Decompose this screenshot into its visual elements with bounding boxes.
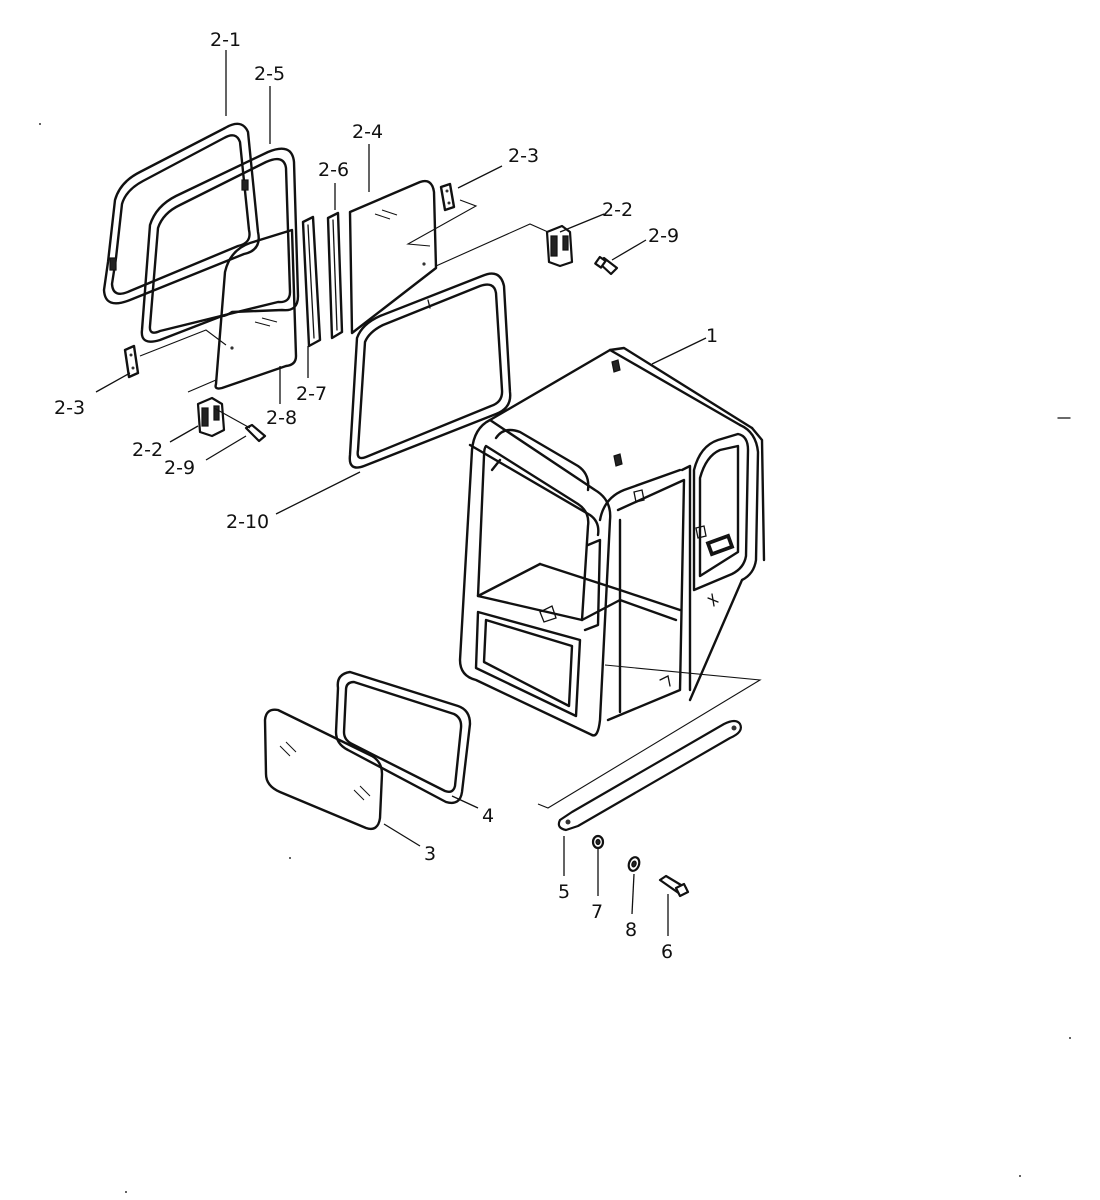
label-2-9-lower: 2-9 <box>164 457 195 479</box>
part-2-2-bracket-lower <box>196 396 226 438</box>
part-2-5-seal-frame <box>140 147 300 343</box>
label-2-4: 2-4 <box>352 121 383 143</box>
part-2-3-latch-upper <box>439 182 456 212</box>
label-2-5: 2-5 <box>254 63 285 85</box>
label-2-3-upper: 2-3 <box>508 145 539 167</box>
part-2-9-bolt-lower <box>244 423 267 443</box>
part-2-4-glass <box>348 179 438 335</box>
part-2-2-bracket-upper <box>545 224 574 268</box>
part-6-bolt <box>658 874 690 898</box>
label-2-7: 2-7 <box>296 383 327 405</box>
part-3-glass <box>263 708 384 831</box>
label-2-2-lower: 2-2 <box>132 439 163 461</box>
part-7-washer <box>591 834 605 850</box>
label-8: 8 <box>625 919 637 941</box>
label-5: 5 <box>558 881 570 903</box>
leader-lines <box>95 50 707 936</box>
part-2-10-door-seal <box>348 272 512 469</box>
label-2-10: 2-10 <box>226 511 269 533</box>
scan-specks <box>39 123 1071 1193</box>
label-2-3-lower: 2-3 <box>54 397 85 419</box>
label-4: 4 <box>482 805 494 827</box>
part-2-6-strip <box>326 211 344 340</box>
label-7: 7 <box>591 901 603 923</box>
part-2-1-window-frame <box>102 122 260 305</box>
part-2-9-bolt-upper <box>594 255 619 276</box>
label-2-6: 2-6 <box>318 159 349 181</box>
part-8-washer <box>627 856 641 872</box>
label-2-1: 2-1 <box>210 29 241 51</box>
part-1-cab <box>458 346 766 737</box>
part-5-stay-rod <box>557 719 742 832</box>
assembly-guide-lines <box>139 199 762 809</box>
label-6: 6 <box>661 941 673 963</box>
label-2-2-upper: 2-2 <box>602 199 633 221</box>
part-2-8-glass <box>214 228 298 390</box>
part-2-3-latch-lower <box>123 344 140 379</box>
label-2-9-upper: 2-9 <box>648 225 679 247</box>
label-1: 1 <box>706 325 718 347</box>
part-2-7-strip <box>301 215 322 348</box>
part-labels: 2-1 2-5 2-4 2-6 2-3 2-2 2-9 1 2-3 2-7 2-… <box>54 29 718 963</box>
label-2-8: 2-8 <box>266 407 297 429</box>
part-4-window-seal <box>334 670 472 805</box>
label-3: 3 <box>424 843 436 865</box>
